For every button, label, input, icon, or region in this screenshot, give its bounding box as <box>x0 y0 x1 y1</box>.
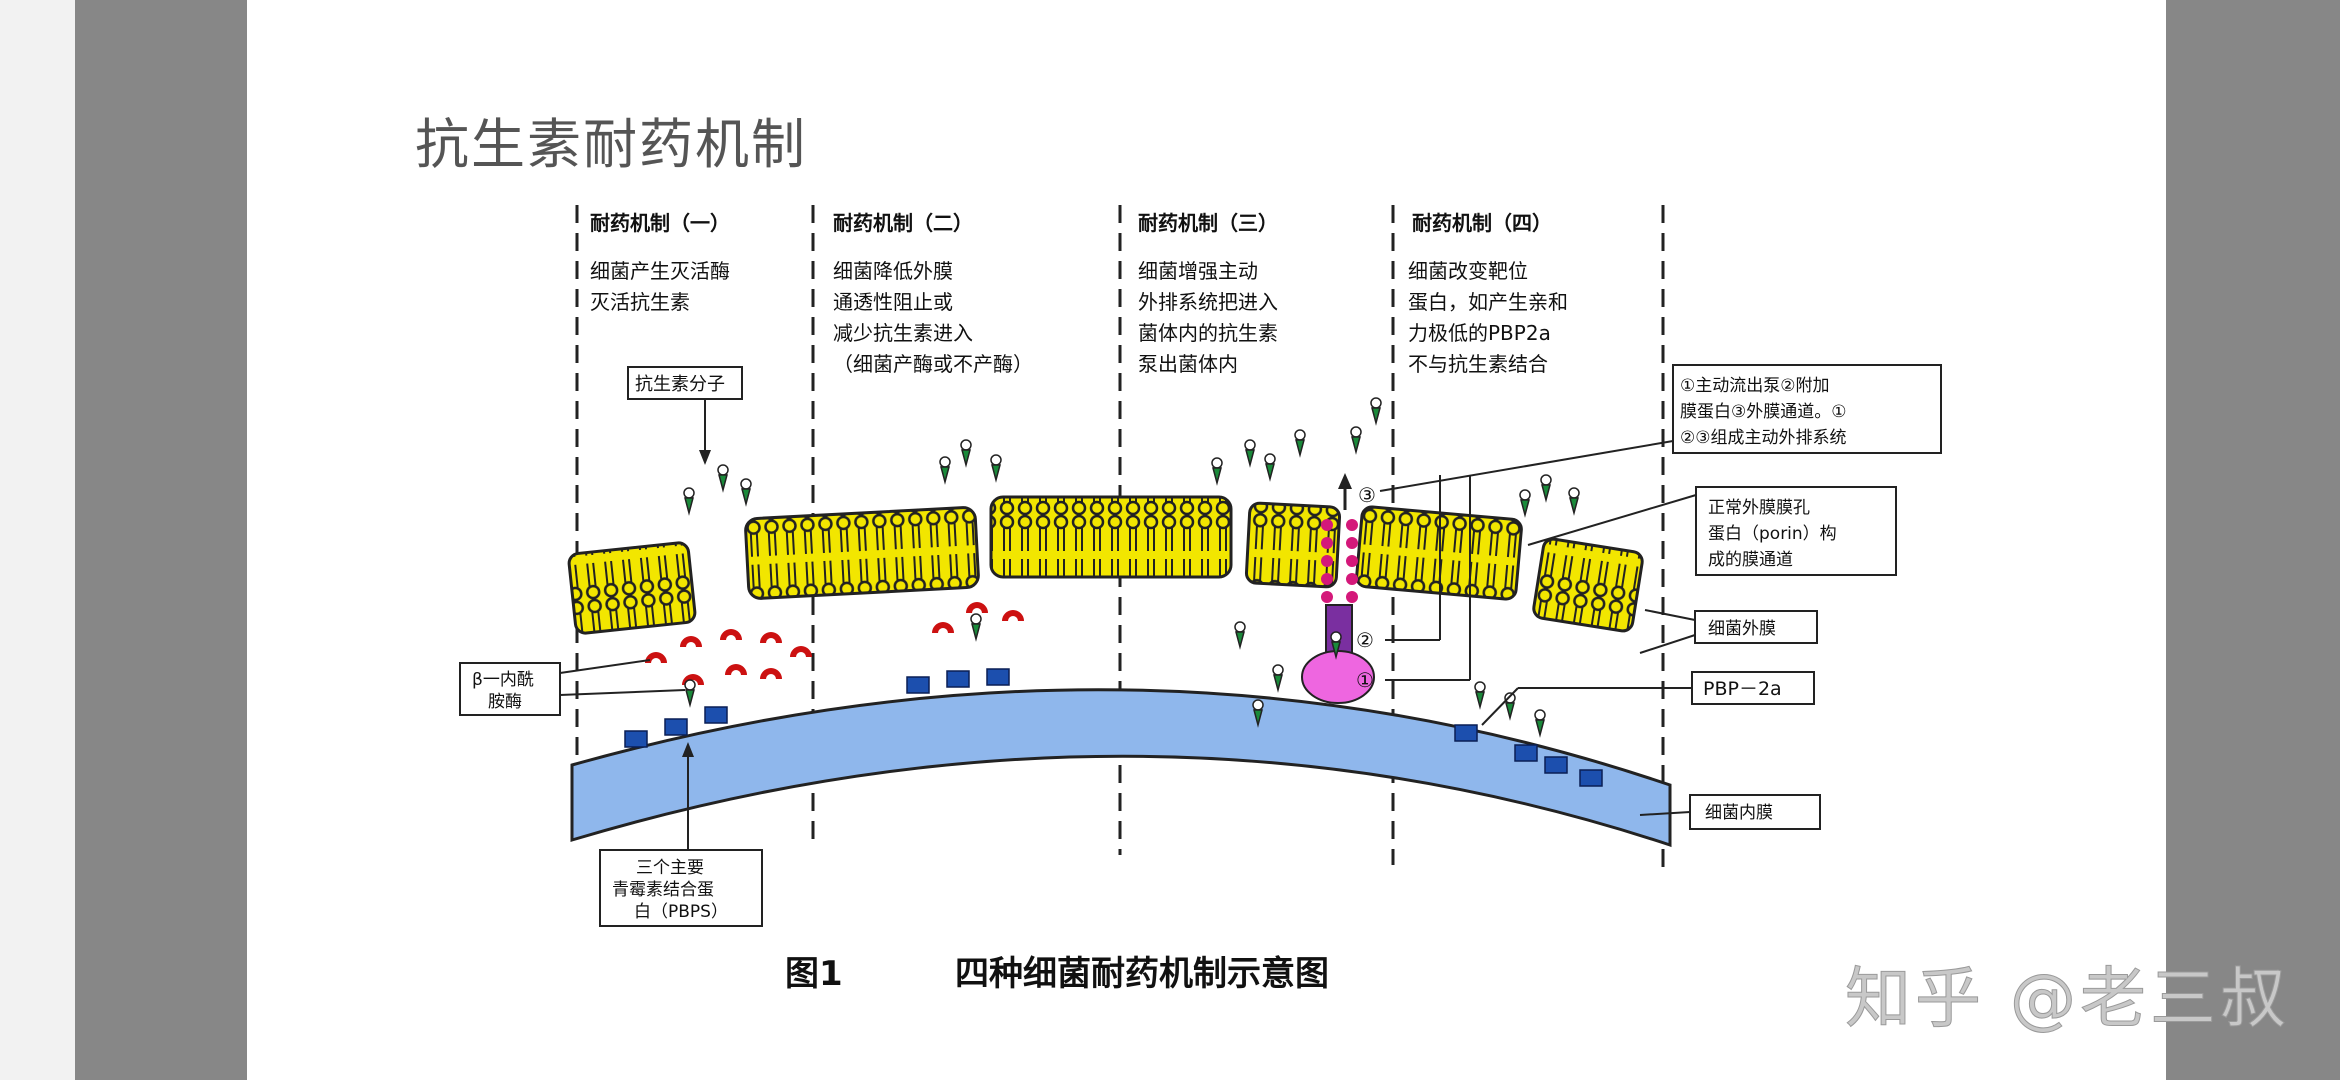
svg-text:抗生素分子: 抗生素分子 <box>635 374 725 395</box>
efflux-pump <box>1301 473 1375 704</box>
zhihu-watermark: 知乎 @老三叔 <box>1845 960 2290 1038</box>
svg-text:白（PBPS）: 白（PBPS） <box>634 902 728 922</box>
outer-membrane-segments <box>567 495 1644 635</box>
caption-fig-number: 图1 <box>785 954 843 994</box>
mechanism-4-text: 耐药机制（四） 细菌改变靶位 蛋白，如产生亲和 力极低的PBP2a 不与抗生素结… <box>1408 211 1568 376</box>
label-antibiotic: 抗生素分子 <box>627 366 743 465</box>
mechanism-3-line-3: 菌体内的抗生素 <box>1138 321 1278 345</box>
figure-caption: 图1 四种细菌耐药机制示意图 <box>785 954 1329 994</box>
mechanism-3-heading: 耐药机制（三） <box>1138 211 1278 235</box>
left-margin <box>0 0 75 1080</box>
mechanism-1-heading: 耐药机制（一） <box>590 211 730 235</box>
penicillin-binding-proteins <box>624 668 1603 787</box>
svg-text:细菌内膜: 细菌内膜 <box>1705 803 1773 823</box>
resistance-diagram: 耐药机制（一） 细菌产生灭活酶 灭活抗生素 耐药机制（二） 细菌降低外膜 通透性… <box>440 195 1980 1015</box>
mechanism-4-line-4: 不与抗生素结合 <box>1408 352 1548 376</box>
mechanism-2-text: 耐药机制（二） 细菌降低外膜 通透性阻止或 减少抗生素进入 （细菌产酶或不产酶） <box>833 211 1033 376</box>
svg-text:胺酶: 胺酶 <box>488 692 522 712</box>
caption-text: 四种细菌耐药机制示意图 <box>955 954 1329 994</box>
mechanism-1-line-1: 细菌产生灭活酶 <box>590 259 730 283</box>
inner-membrane <box>570 688 1672 848</box>
svg-text:成的膜通道: 成的膜通道 <box>1708 550 1793 570</box>
mechanism-1-text: 耐药机制（一） 细菌产生灭活酶 灭活抗生素 <box>590 211 730 314</box>
mechanism-1-line-2: 灭活抗生素 <box>590 290 690 314</box>
svg-text:三个主要: 三个主要 <box>636 858 704 878</box>
circled-numbers: ③ ② ① <box>1356 483 1376 692</box>
circle-2: ② <box>1356 628 1374 652</box>
circle-1: ① <box>1356 668 1374 692</box>
mechanism-2-line-3: 减少抗生素进入 <box>833 321 973 345</box>
mechanism-4-heading: 耐药机制（四） <box>1412 211 1552 235</box>
svg-text:蛋白（porin）构: 蛋白（porin）构 <box>1708 524 1837 544</box>
mechanism-2-line-1: 细菌降低外膜 <box>833 259 953 283</box>
right-gray-bar <box>2166 0 2340 1080</box>
svg-text:②③组成主动外排系统: ②③组成主动外排系统 <box>1680 428 1846 448</box>
label-pbp2a: PBP－2a <box>1481 671 1815 726</box>
mechanism-4-line-1: 细菌改变靶位 <box>1408 259 1528 283</box>
label-efflux-system: ①主动流出泵②附加 膜蛋白③外膜通道。① ②③组成主动外排系统 <box>1379 364 1942 681</box>
label-inner-membrane: 细菌内膜 <box>1639 794 1821 830</box>
label-beta-lactamase: β一内酰 胺酶 <box>459 659 686 716</box>
outer-membrane-channel <box>1321 519 1358 603</box>
beta-lactamase-enzymes <box>645 602 1024 685</box>
svg-text:①主动流出泵②附加: ①主动流出泵②附加 <box>1680 376 1829 396</box>
label-outer-membrane: 细菌外膜 <box>1639 609 1818 654</box>
mechanism-2-line-2: 通透性阻止或 <box>833 290 953 314</box>
svg-text:膜蛋白③外膜通道。①: 膜蛋白③外膜通道。① <box>1680 402 1846 422</box>
mechanism-4-line-3: 力极低的PBP2a <box>1408 321 1551 345</box>
slide-title: 抗生素耐药机制 <box>415 113 807 176</box>
circle-3: ③ <box>1358 483 1376 507</box>
svg-text:青霉素结合蛋: 青霉素结合蛋 <box>612 880 714 900</box>
mechanism-3-line-4: 泵出菌体内 <box>1138 352 1238 376</box>
svg-text:β一内酰: β一内酰 <box>472 670 534 690</box>
label-pbps: 三个主要 青霉素结合蛋 白（PBPS） <box>599 742 763 927</box>
mechanism-4-line-2: 蛋白，如产生亲和 <box>1408 290 1568 314</box>
svg-text:正常外膜膜孔: 正常外膜膜孔 <box>1708 498 1810 518</box>
mechanism-2-line-4: （细菌产酶或不产酶） <box>833 352 1033 376</box>
left-gray-bar <box>75 0 247 1080</box>
antibiotic-molecules <box>683 397 1580 738</box>
mechanism-3-line-1: 细菌增强主动 <box>1138 259 1258 283</box>
mechanism-3-text: 耐药机制（三） 细菌增强主动 外排系统把进入 菌体内的抗生素 泵出菌体内 <box>1138 211 1278 376</box>
mechanism-2-heading: 耐药机制（二） <box>833 211 973 235</box>
mechanism-3-line-2: 外排系统把进入 <box>1138 290 1278 314</box>
label-porin: 正常外膜膜孔 蛋白（porin）构 成的膜通道 <box>1527 486 1897 576</box>
svg-text:细菌外膜: 细菌外膜 <box>1708 619 1776 639</box>
svg-text:PBP－2a: PBP－2a <box>1703 678 1782 700</box>
